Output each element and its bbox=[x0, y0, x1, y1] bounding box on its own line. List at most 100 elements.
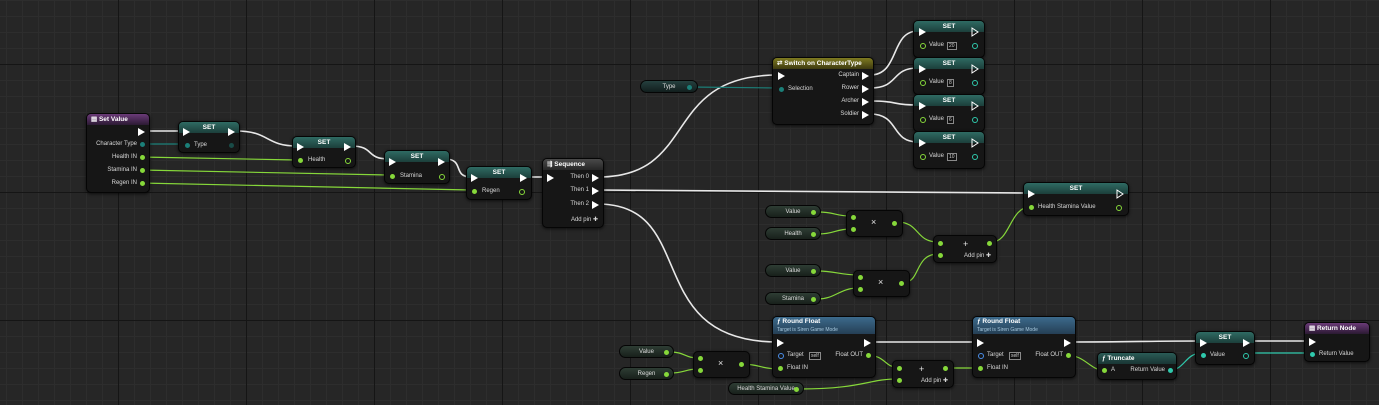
health-out-pin[interactable] bbox=[345, 158, 351, 164]
return-value-pin[interactable] bbox=[1168, 368, 1173, 373]
exec-in-pin[interactable] bbox=[471, 174, 478, 182]
then-0-pin[interactable] bbox=[592, 174, 599, 182]
set-final-value-node[interactable]: SET Value bbox=[1195, 331, 1255, 365]
multiply-node-stamina[interactable]: × bbox=[853, 270, 910, 297]
b-in-pin[interactable] bbox=[858, 287, 863, 292]
health-in-pin[interactable] bbox=[298, 158, 303, 163]
value-variable-node-2[interactable]: Value bbox=[765, 264, 821, 277]
exec-in-pin[interactable] bbox=[547, 174, 554, 182]
soldier-pin[interactable] bbox=[862, 111, 869, 119]
self-input[interactable]: self bbox=[809, 352, 821, 360]
result-out-pin[interactable] bbox=[739, 362, 744, 367]
type-variable-node[interactable]: Type bbox=[640, 80, 698, 93]
stamina-in-pin[interactable] bbox=[140, 168, 145, 173]
exec-out-hollow-icon[interactable] bbox=[971, 138, 979, 148]
exec-in-pin[interactable] bbox=[1028, 190, 1035, 198]
a-in-pin[interactable] bbox=[858, 275, 863, 280]
exec-out-pin[interactable] bbox=[1064, 339, 1071, 347]
hsv-out-pin[interactable] bbox=[794, 387, 799, 392]
type-in-pin[interactable] bbox=[185, 143, 190, 148]
regen-in-pin[interactable] bbox=[140, 181, 145, 186]
set-value-rower-node[interactable]: SET Value 8 bbox=[913, 57, 985, 95]
set-regen-node[interactable]: SET Regen bbox=[466, 166, 532, 200]
health-in-pin[interactable] bbox=[140, 155, 145, 160]
regen-variable-node[interactable]: Regen bbox=[619, 367, 674, 380]
regen-out-pin[interactable] bbox=[519, 189, 525, 195]
b-in-pin[interactable] bbox=[851, 227, 856, 232]
truncate-node[interactable]: ƒ Truncate A Return Value bbox=[1097, 352, 1177, 380]
add-node-bottom[interactable]: + Add pin ✚ bbox=[892, 360, 954, 388]
regen-in-pin[interactable] bbox=[472, 189, 477, 194]
add-pin-button[interactable]: Add pin ✚ bbox=[921, 378, 949, 384]
exec-in-pin[interactable] bbox=[919, 65, 926, 73]
exec-in-pin[interactable] bbox=[977, 339, 984, 347]
result-out-pin[interactable] bbox=[899, 281, 904, 286]
float-in-pin[interactable] bbox=[778, 366, 783, 371]
set-value-entry-node[interactable]: ▤ Set Value Character Type Health IN Sta… bbox=[86, 113, 150, 193]
type-out-pin[interactable] bbox=[687, 85, 692, 90]
result-out-pin[interactable] bbox=[943, 366, 948, 371]
exec-out-pin[interactable] bbox=[138, 128, 145, 136]
hsv-out-pin[interactable] bbox=[1116, 205, 1122, 211]
exec-out-pin[interactable] bbox=[864, 339, 871, 347]
target-pin[interactable] bbox=[978, 353, 984, 359]
add-pin-button[interactable]: Add pin ✚ bbox=[964, 253, 992, 259]
value-out-pin[interactable] bbox=[972, 43, 978, 49]
value-out-pin[interactable] bbox=[972, 154, 978, 160]
value-out-pin[interactable] bbox=[811, 269, 816, 274]
value-variable-node[interactable]: Value bbox=[765, 205, 821, 218]
b-in-pin[interactable] bbox=[938, 253, 943, 258]
target-pin[interactable] bbox=[778, 353, 784, 359]
a-in-pin[interactable] bbox=[851, 215, 856, 220]
b-in-pin[interactable] bbox=[897, 378, 902, 383]
float-in-pin[interactable] bbox=[978, 366, 983, 371]
type-out-pin[interactable] bbox=[229, 143, 234, 148]
set-health-stamina-value-node[interactable]: SET Health Stamina Value bbox=[1023, 182, 1129, 216]
value-out-pin[interactable] bbox=[664, 350, 669, 355]
exec-out-hollow-icon[interactable] bbox=[971, 27, 979, 37]
exec-out-hollow-icon[interactable] bbox=[1116, 189, 1124, 199]
exec-out-pin[interactable] bbox=[228, 128, 235, 136]
value-input[interactable]: 10 bbox=[947, 153, 957, 161]
multiply-node-regen[interactable]: × bbox=[693, 351, 750, 378]
regen-out-pin[interactable] bbox=[664, 372, 669, 377]
return-value-pin[interactable] bbox=[1310, 352, 1315, 357]
exec-in-pin[interactable] bbox=[919, 102, 926, 110]
add-pin-button[interactable]: Add pin ✚ bbox=[570, 217, 598, 223]
value-out-pin[interactable] bbox=[1243, 353, 1249, 359]
return-node[interactable]: ▤ Return Node Return Value bbox=[1304, 322, 1370, 362]
captain-pin[interactable] bbox=[862, 72, 869, 80]
selection-pin[interactable] bbox=[779, 87, 784, 92]
exec-in-pin[interactable] bbox=[777, 339, 784, 347]
rower-pin[interactable] bbox=[862, 85, 869, 93]
then-2-pin[interactable] bbox=[592, 201, 599, 209]
sequence-node[interactable]: ⇶ Sequence Then 0 Then 1 Then 2 Add pin … bbox=[542, 158, 604, 228]
value-in-pin[interactable] bbox=[920, 43, 926, 49]
then-1-pin[interactable] bbox=[592, 187, 599, 195]
value-input[interactable]: 20 bbox=[947, 42, 957, 50]
set-type-node[interactable]: SET Type bbox=[178, 121, 240, 153]
health-stamina-value-variable-node[interactable]: Health Stamina Value bbox=[728, 382, 804, 395]
health-out-pin[interactable] bbox=[811, 232, 816, 237]
value-in-pin[interactable] bbox=[1201, 353, 1206, 358]
exec-in-pin[interactable] bbox=[778, 72, 785, 80]
multiply-node-health[interactable]: × bbox=[846, 210, 903, 237]
a-in-pin[interactable] bbox=[897, 366, 902, 371]
stamina-out-pin[interactable] bbox=[439, 174, 445, 180]
exec-in-pin[interactable] bbox=[1200, 339, 1207, 347]
value-out-pin[interactable] bbox=[972, 117, 978, 123]
exec-in-pin[interactable] bbox=[297, 143, 304, 151]
value-out-pin[interactable] bbox=[972, 80, 978, 86]
value-variable-node-3[interactable]: Value bbox=[619, 345, 674, 358]
exec-in-pin[interactable] bbox=[919, 28, 926, 36]
self-input[interactable]: self bbox=[1009, 352, 1021, 360]
health-variable-node[interactable]: Health bbox=[765, 227, 821, 240]
set-value-captain-node[interactable]: SET Value 20 bbox=[913, 20, 985, 58]
exec-in-pin[interactable] bbox=[183, 128, 190, 136]
exec-out-pin[interactable] bbox=[438, 158, 445, 166]
a-in-pin[interactable] bbox=[698, 356, 703, 361]
character-type-pin[interactable] bbox=[140, 142, 145, 147]
value-input[interactable]: 6 bbox=[947, 116, 954, 124]
